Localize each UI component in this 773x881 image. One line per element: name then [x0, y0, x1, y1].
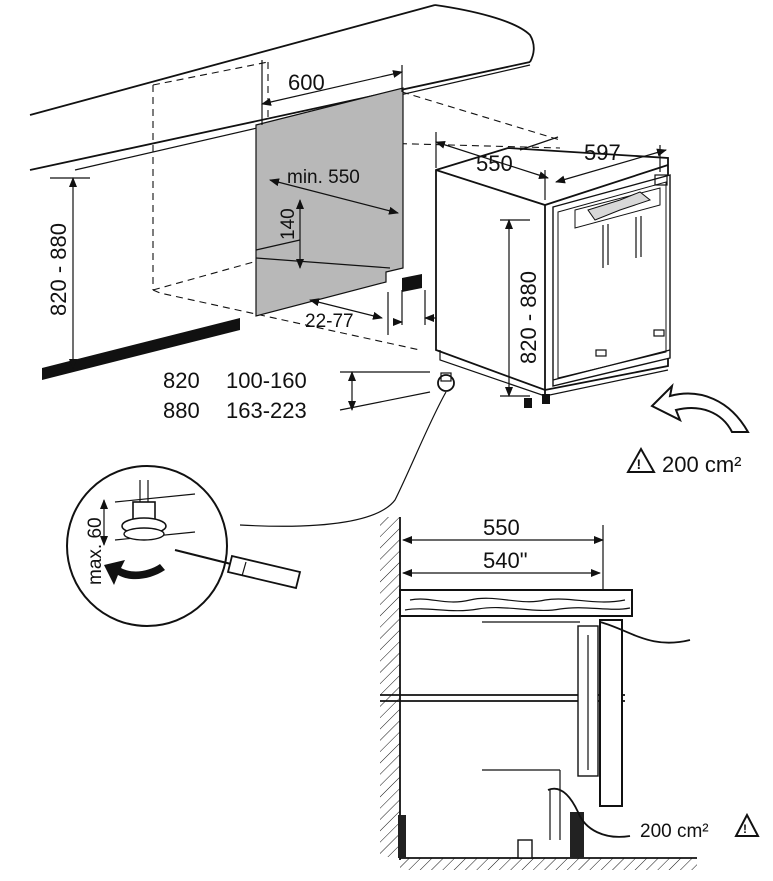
foot-row1-b: 100-160	[226, 368, 307, 393]
niche-width-label: 600	[288, 70, 325, 95]
warning-triangle-icon: !	[626, 446, 656, 473]
section-depth-550: 550	[483, 515, 520, 540]
niche-depth-label: min. 550	[287, 167, 360, 188]
section-depth-540: 540"	[483, 548, 528, 573]
dim-appliance-height: 820 - 880	[500, 219, 541, 397]
niche-height-label: 820 - 880	[46, 223, 71, 316]
rotate-arrow-icon	[104, 560, 165, 585]
dim-appliance-width: 597	[555, 140, 667, 184]
appliance-width-label: 597	[584, 140, 621, 165]
screwdriver-icon	[174, 549, 302, 590]
section-vent-area: 200 cm²	[640, 821, 709, 842]
foot-height-table: 820 100-160 880 163-223	[163, 368, 431, 423]
vent-height-label: 140	[278, 208, 299, 240]
airflow-arrow-icon	[650, 382, 750, 433]
dim-22-77: 22-77	[305, 292, 389, 335]
foot-detail: max. 60	[66, 391, 447, 627]
dim-niche-height: 820 - 880	[46, 177, 90, 369]
svg-text:!: !	[743, 822, 747, 836]
foot-row1-a: 820	[163, 368, 200, 393]
adjustable-foot	[121, 480, 167, 541]
plinth-strips	[42, 274, 422, 380]
svg-text:!: !	[637, 456, 642, 472]
max-height-label: max. 60	[85, 517, 106, 585]
vent-area-label: 200 cm²	[662, 452, 741, 477]
appliance-depth-label: 550	[476, 151, 513, 176]
appliance-height-label: 820 - 880	[516, 271, 541, 364]
dim-600: 600	[261, 60, 403, 125]
dim-min-550: min. 550	[269, 167, 399, 215]
plinth-depth-label: 22-77	[305, 311, 354, 332]
dim-140: 140	[278, 199, 304, 269]
dim-appliance-depth: 550	[435, 132, 559, 200]
back-wall-panel	[255, 87, 404, 317]
foot-row2-a: 880	[163, 398, 200, 423]
warning-triangle-icon: !	[734, 812, 760, 837]
appliance	[435, 147, 671, 408]
section-view: 550 540" 200 cm² !	[380, 515, 760, 870]
foot-row2-b: 163-223	[226, 398, 307, 423]
